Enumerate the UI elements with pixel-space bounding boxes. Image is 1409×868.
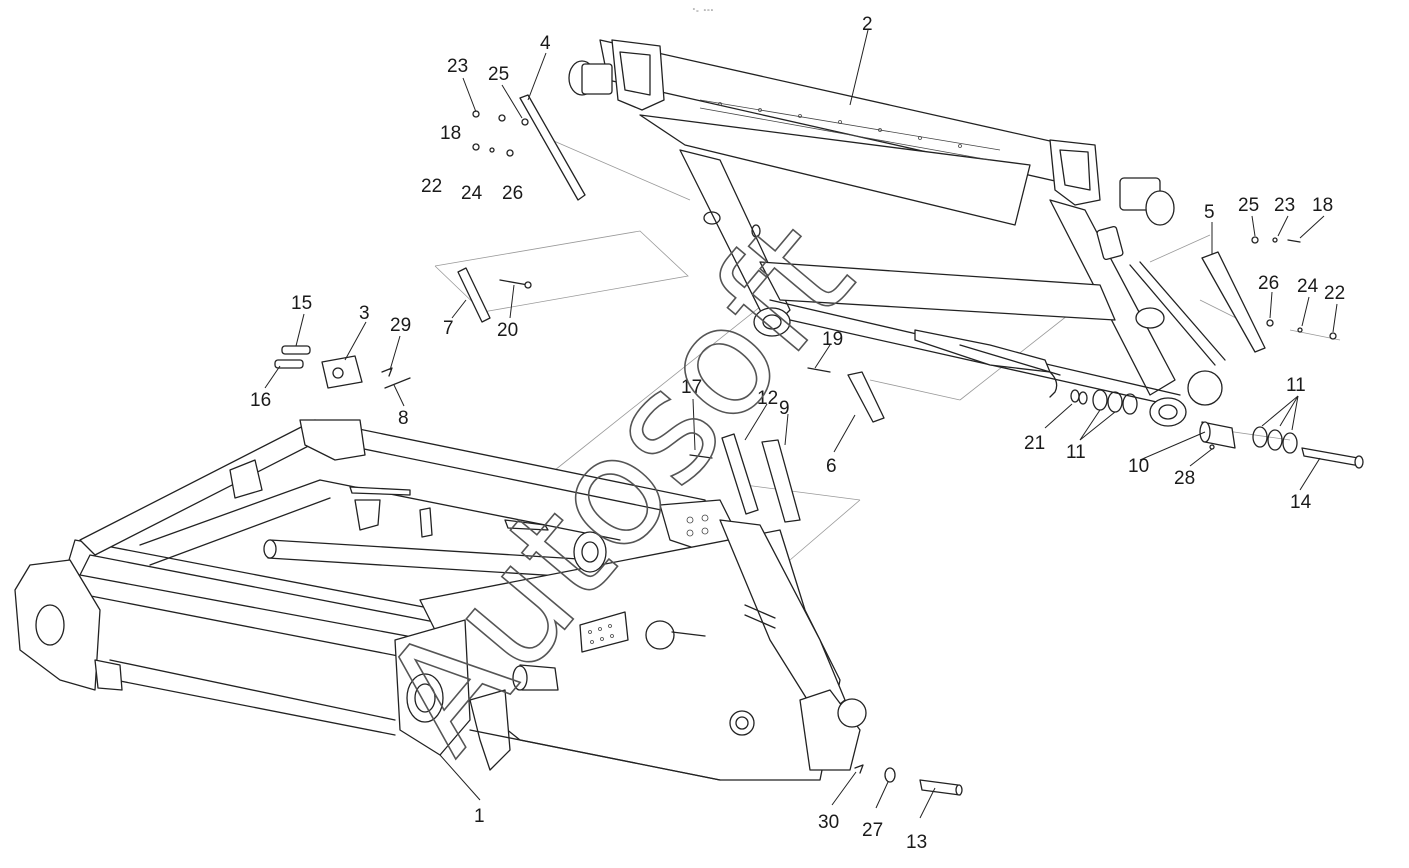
label-part-29: 29 [390,315,411,336]
label-part-2: 2 [862,14,873,35]
label-part-12: 12 [757,388,778,409]
label-part-1: 1 [474,806,485,827]
label-part-24: 24 [461,183,483,204]
label-part-19: 19 [822,329,843,350]
label-part-18: 18 [440,123,461,144]
label-part-25-right: 25 [1238,195,1259,216]
label-part-8: 8 [398,408,409,429]
label-part-3: 3 [359,303,370,324]
loose-hardware [274,94,1364,796]
label-part-11-top: 11 [1286,375,1306,396]
label-part-24-right: 24 [1297,276,1319,297]
part-labels: 2 4 23 25 18 22 24 26 5 25 23 18 26 24 2… [250,14,1345,853]
label-part-20: 20 [497,320,518,341]
label-part-9: 9 [779,398,790,419]
label-part-15: 15 [291,293,312,314]
label-part-22-right: 22 [1324,283,1345,304]
label-part-14: 14 [1290,492,1312,513]
label-part-10: 10 [1128,456,1149,477]
label-part-11: 11 [1066,442,1086,463]
lower-frame-part-1 [14,419,867,781]
label-part-16: 16 [250,390,271,411]
label-part-18-right: 18 [1312,195,1333,216]
label-part-7: 7 [443,318,454,339]
label-part-27: 27 [862,820,883,841]
label-part-25: 25 [488,64,509,85]
label-part-17: 17 [681,377,702,398]
label-part-13: 13 [906,832,927,853]
label-part-28: 28 [1174,468,1195,489]
label-part-4: 4 [540,33,551,54]
label-part-6: 6 [826,456,837,477]
leader-lines [264,29,1338,819]
label-part-22: 22 [421,176,442,197]
label-part-23: 23 [447,56,468,77]
label-part-5: 5 [1204,202,1215,223]
upper-frame-part-2 [568,39,1226,427]
label-part-26-right: 26 [1258,273,1279,294]
label-part-26: 26 [502,183,523,204]
label-part-23-right: 23 [1274,195,1295,216]
label-part-30: 30 [818,812,839,833]
label-part-21: 21 [1024,433,1045,454]
top-mark: ᵒₒ ∘∘∘ [692,7,714,14]
